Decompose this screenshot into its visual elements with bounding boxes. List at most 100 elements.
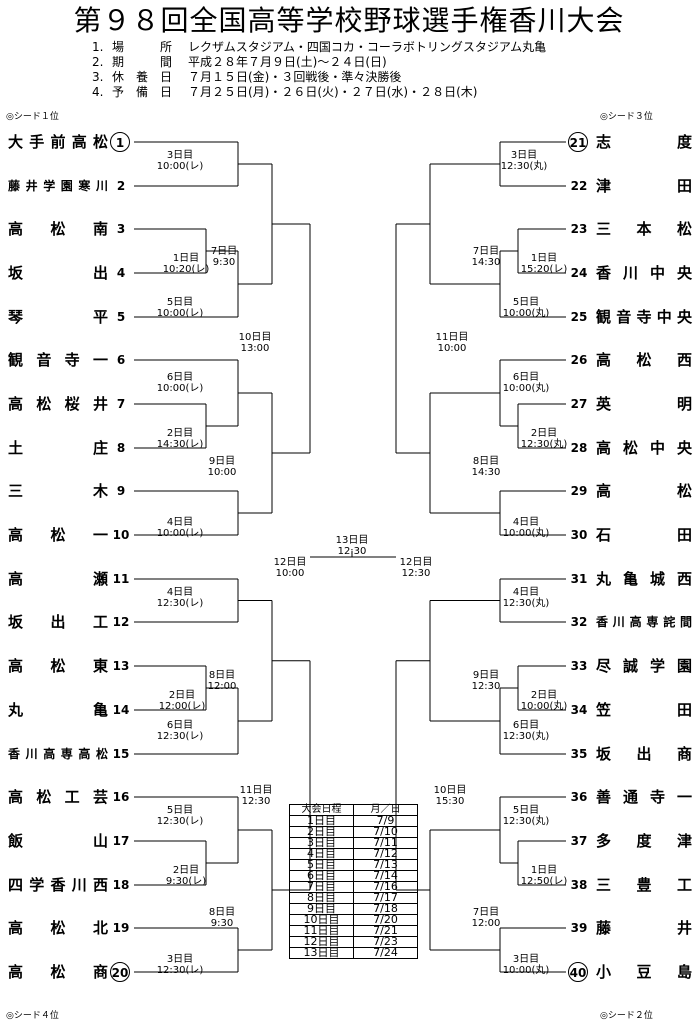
- team-name-right: 坂出商: [596, 745, 692, 763]
- team-name-right: 三豊工: [596, 876, 692, 894]
- label-right-q2-day: 8日目: [472, 456, 500, 467]
- team-number-left: 10: [112, 528, 130, 542]
- label-right-q1-day: 7日目: [472, 246, 500, 257]
- seed-note-bottom-right: ◎シード２位: [600, 1011, 653, 1021]
- team-name-right: 高松中央: [596, 439, 692, 457]
- team-number-right: 27: [570, 397, 588, 411]
- label-right-g9-day: 6日目: [512, 720, 540, 731]
- team-name-right: 香川中央: [596, 264, 692, 282]
- team-number-right: 22: [570, 179, 588, 193]
- team-number-right: 26: [570, 353, 588, 367]
- label-right-g1-day: 3日目: [510, 150, 538, 161]
- info-number: 4.: [92, 85, 104, 99]
- label-right-g3-time: 10:00(丸): [502, 308, 550, 319]
- label-left-s1-day: 10日目: [238, 332, 272, 343]
- schedule-day: 13日目: [289, 947, 354, 959]
- label-left-q1-day: 7日目: [210, 246, 238, 257]
- team-number-right: 30: [570, 528, 588, 542]
- team-name-right: 香川高専詫間: [596, 615, 692, 629]
- label-right-q4-time: 12:00: [471, 918, 501, 929]
- info-number: 2.: [92, 55, 104, 69]
- label-right-s2-time: 15:30: [435, 796, 465, 807]
- team-name-right: 小豆島: [596, 963, 692, 981]
- team-number-left: 6: [116, 353, 126, 367]
- team-name-left: 丸亀: [8, 701, 108, 719]
- team-number-left: 5: [116, 310, 126, 324]
- info-text: ７月２５日(月)・２６日(火)・２７日(水)・２８日(木): [188, 85, 478, 99]
- team-number-right: 35: [570, 747, 588, 761]
- team-number-right: 21: [568, 132, 588, 152]
- team-number-right: 24: [570, 266, 588, 280]
- team-number-right: 28: [570, 441, 588, 455]
- label-right-g2-day: 1日目: [530, 253, 558, 264]
- team-number-right: 39: [570, 921, 588, 935]
- label-right-g5-day: 2日目: [530, 428, 558, 439]
- team-name-right: 多度津: [596, 832, 692, 850]
- label-right-q1-time: 14:30: [471, 257, 501, 268]
- schedule-date: 7/21: [353, 925, 418, 937]
- team-number-left: 4: [116, 266, 126, 280]
- team-name-right: 善通寺一: [596, 788, 692, 806]
- seed-note-bottom-left: ◎シード４位: [6, 1011, 59, 1021]
- label-final-time: 12:30: [337, 546, 367, 557]
- label-left-g5-time: 14:30(レ): [156, 439, 204, 450]
- team-number-right: 37: [570, 834, 588, 848]
- label-right-s1-time: 10:00: [437, 343, 467, 354]
- team-name-right: 丸亀城西: [596, 570, 692, 588]
- label-left-q1-time: 9:30: [212, 257, 236, 268]
- label-right-g9-time: 12:30(丸): [502, 731, 550, 742]
- team-number-left: 1: [110, 132, 130, 152]
- team-number-right: 34: [570, 703, 588, 717]
- label-right-g7-time: 12:30(丸): [502, 598, 550, 609]
- label-final-day: 13日目: [335, 535, 369, 546]
- team-number-left: 17: [112, 834, 130, 848]
- team-number-right: 23: [570, 222, 588, 236]
- label-right-q3-time: 12:30: [471, 681, 501, 692]
- info-label: 場 所: [112, 40, 172, 54]
- label-right-g5-time: 12:30(丸): [520, 439, 568, 450]
- label-left-s2-day: 11日目: [239, 785, 273, 796]
- label-left-g4-time: 10:00(レ): [156, 383, 204, 394]
- label-left-g4-day: 6日目: [166, 372, 194, 383]
- info-text: 平成２８年７月９日(土)～２４日(日): [188, 55, 387, 69]
- team-name-right: 高松西: [596, 351, 692, 369]
- label-left-g5-day: 2日目: [166, 428, 194, 439]
- team-name-left: 香川高専高松: [8, 747, 108, 761]
- team-name-left: 高松商: [8, 963, 108, 981]
- label-right-g2-time: 15:20(レ): [520, 264, 568, 275]
- label-right-g10-day: 5日目: [512, 805, 540, 816]
- label-right-g8-time: 10:00(丸): [520, 701, 568, 712]
- team-name-left: 高松南: [8, 220, 108, 238]
- team-name-left: 高松一: [8, 526, 108, 544]
- team-name-left: 高松東: [8, 657, 108, 675]
- team-name-left: 高松工芸: [8, 788, 108, 806]
- label-left-f-time: 10:00: [275, 568, 305, 579]
- team-number-left: 7: [116, 397, 126, 411]
- team-name-right: 津田: [596, 177, 692, 195]
- team-name-right: 藤井: [596, 919, 692, 937]
- team-name-right: 石田: [596, 526, 692, 544]
- label-left-g11-time: 9:30(レ): [165, 876, 207, 887]
- label-right-f-day: 12日目: [399, 557, 433, 568]
- label-left-g7-time: 12:30(レ): [156, 598, 204, 609]
